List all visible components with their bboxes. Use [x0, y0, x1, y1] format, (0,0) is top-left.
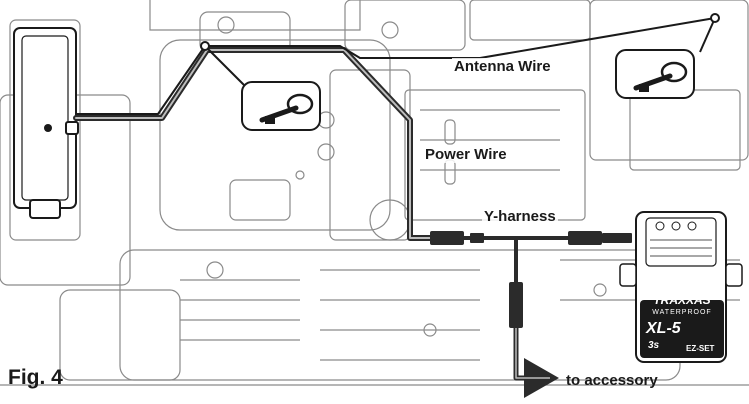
- accessory-lead: [513, 328, 559, 398]
- esc-tagline-label: WATERPROOF: [652, 309, 712, 316]
- esc-unit: [619, 211, 743, 363]
- esc-model-label: XL-5: [646, 320, 681, 337]
- cable-tie-icon: [615, 49, 695, 99]
- power-wire: [73, 47, 435, 241]
- esc-brand-label: TRAXXAS: [653, 293, 711, 307]
- antenna-wire-label: Antenna Wire: [452, 58, 553, 75]
- receiver-box: [13, 27, 79, 219]
- figure-label: Fig. 4: [8, 366, 63, 389]
- cable-tie-icon: [241, 81, 321, 131]
- y-harness-label: Y-harness: [482, 208, 558, 225]
- esc-model-suffix: 3s: [648, 340, 660, 351]
- esc-badge-label: EZ-SET: [686, 344, 715, 353]
- to-accessory-label: to accessory: [566, 372, 658, 389]
- y-harness: [430, 231, 632, 328]
- power-wire-label: Power Wire: [423, 146, 509, 163]
